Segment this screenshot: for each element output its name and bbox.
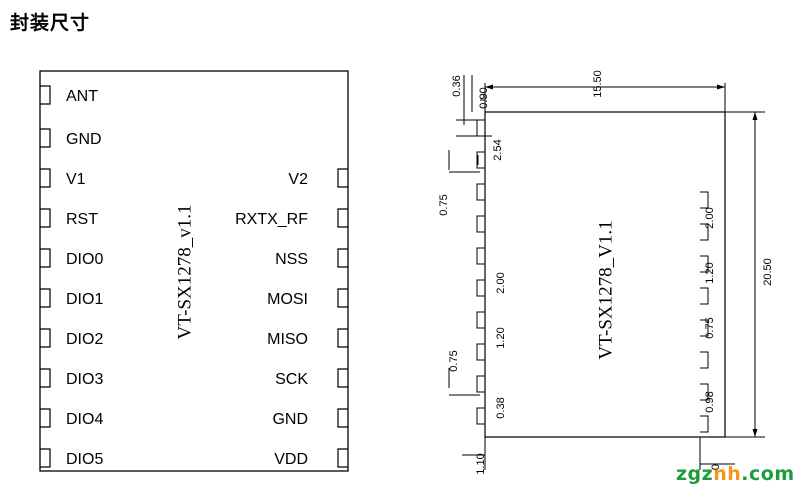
module-outline	[39, 70, 349, 472]
dimension-left-pad	[476, 119, 485, 137]
left-pad	[40, 168, 51, 188]
right-pin-label: RXTX_RF	[235, 211, 308, 228]
dim-right-bottom: 0	[710, 464, 722, 470]
right-pads	[337, 168, 348, 468]
right-pad	[337, 408, 348, 428]
dimension-labels: 0.36 0.90 15.50 2.54 0.75 2.00 1.20 0.75…	[438, 70, 774, 474]
left-pin-label: DIO1	[66, 291, 103, 308]
dim-pad-gap-left-bottom: 0.75	[448, 350, 460, 371]
left-pin-label: RST	[66, 211, 98, 228]
right-pad	[337, 248, 348, 268]
left-pin-label: DIO3	[66, 371, 103, 388]
left-pin-label: DIO5	[66, 451, 103, 468]
dim-bottom-left: 1.10	[475, 453, 487, 474]
left-pin-label: DIO4	[66, 411, 103, 428]
right-pad	[337, 328, 348, 348]
left-pad	[40, 328, 51, 348]
left-pad	[40, 85, 51, 105]
dim-pad-gap-left-top: 0.75	[438, 194, 450, 215]
left-pads	[40, 85, 51, 468]
dimension-left-pad	[476, 215, 485, 233]
dim-height: 20.50	[762, 258, 774, 286]
dimension-left-pad	[476, 183, 485, 201]
right-pad	[337, 208, 348, 228]
left-pad	[40, 288, 51, 308]
dim-right-pad-gap-2: 0.75	[704, 317, 716, 338]
dimension-diagram	[448, 75, 765, 470]
right-pin-label: MISO	[267, 331, 308, 348]
dimension-right-pad	[700, 191, 709, 209]
right-pad	[337, 448, 348, 468]
dimension-left-pad	[476, 311, 485, 329]
left-pin-label: DIO0	[66, 251, 103, 268]
left-pad	[40, 448, 51, 468]
right-pin-label: V2	[288, 171, 308, 188]
dimension-module-label: VT-SX1278_V1.1	[595, 220, 616, 359]
right-pad	[337, 368, 348, 388]
watermark-part-2: nh	[713, 463, 742, 485]
dimension-right-pads	[700, 191, 709, 433]
page-title: 封装尺寸	[10, 12, 91, 34]
dimension-right-pad	[700, 415, 709, 433]
left-pin-label: GND	[66, 131, 102, 148]
left-pad	[40, 248, 51, 268]
dimension-right-pad	[700, 287, 709, 305]
dimension-left-pad	[476, 247, 485, 265]
dimension-right-pad	[700, 255, 709, 273]
right-pad	[337, 288, 348, 308]
dim-pad-offset: 0.90	[478, 87, 490, 108]
left-pin-label: ANT	[66, 88, 98, 105]
watermark-logo: zgznh.com	[676, 463, 795, 485]
dimension-right-pad	[700, 383, 709, 401]
left-pin-label: DIO2	[66, 331, 103, 348]
dimension-left-pads	[476, 119, 485, 425]
dimension-left-pad	[476, 151, 485, 169]
module-label: VT-SX1278_v1.1	[174, 205, 195, 340]
dim-width: 15.50	[592, 70, 604, 98]
dim-first-pitch: 2.54	[492, 139, 504, 160]
right-pin-label: GND	[272, 411, 308, 428]
right-pin-label: SCK	[275, 371, 308, 388]
dim-right-pad-width: 2.00	[704, 207, 716, 228]
dim-right-pad-gap-1: 1.20	[704, 262, 716, 283]
right-pin-label: NSS	[275, 251, 308, 268]
dimension-left-pad	[476, 375, 485, 393]
right-pin-label: VDD	[274, 451, 308, 468]
left-pad	[40, 208, 51, 228]
left-pad	[40, 408, 51, 428]
dimension-left-pad	[476, 279, 485, 297]
dimension-left-pad	[476, 343, 485, 361]
dimension-right-pad	[700, 351, 709, 369]
watermark-part-3: .com	[741, 463, 795, 485]
left-pin-label: V1	[66, 171, 86, 188]
module-body	[484, 111, 726, 438]
dimension-right-pad	[700, 319, 709, 337]
left-pad	[40, 128, 51, 148]
right-pin-label: MOSI	[267, 291, 308, 308]
dim-left-pad-width: 2.00	[495, 272, 507, 293]
dim-top-margin: 0.36	[451, 75, 463, 96]
dimension-right-pad	[700, 223, 709, 241]
right-pad	[337, 168, 348, 188]
dimension-left-pad	[476, 407, 485, 425]
dim-right-bottom-offset: 0.98	[704, 391, 716, 412]
left-pad	[40, 368, 51, 388]
dim-left-pad-gap: 1.20	[495, 327, 507, 348]
dim-bottom-pad-offset: 0.38	[495, 397, 507, 418]
watermark-part-1: zgz	[676, 463, 714, 485]
